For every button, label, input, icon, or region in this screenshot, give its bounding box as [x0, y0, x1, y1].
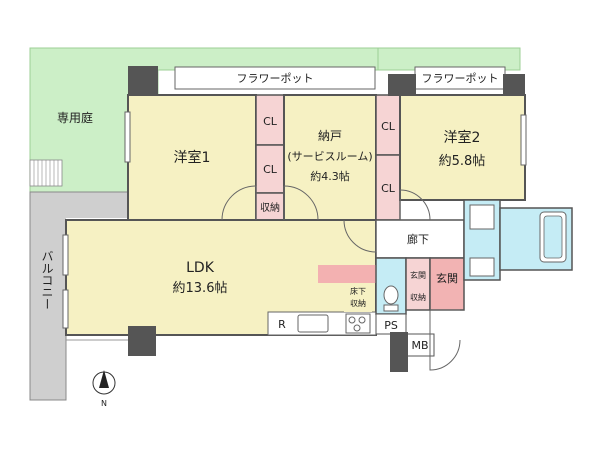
kitchen-sink: [297, 314, 329, 333]
stove-burner-2: [358, 316, 366, 324]
entrance-storage-label-2: 収納: [410, 292, 426, 302]
column-4: [128, 326, 156, 356]
bedroom-2-label: 洋室2: [444, 129, 481, 146]
column-5: [390, 332, 408, 372]
windows: [62, 111, 527, 329]
column-1: [128, 66, 158, 96]
shuno-label: 収納: [260, 201, 280, 214]
closet-3-label: CL: [381, 120, 396, 133]
garden-area: [29, 47, 521, 193]
north-label: N: [101, 399, 107, 408]
service-room-label: 納戸: [318, 129, 342, 143]
garden-label: 専用庭: [57, 110, 93, 125]
service-room-size: 約4.3帖: [310, 169, 350, 183]
balcony-label: バルコニー: [40, 250, 54, 310]
flower-pot-1-label: フラワーポット: [237, 72, 314, 85]
bedroom-1-label: 洋室1: [174, 149, 211, 166]
closet-4-label: CL: [381, 182, 396, 195]
fridge-label: R: [278, 318, 286, 331]
stove: [345, 313, 371, 334]
north-indicator: [92, 370, 116, 395]
stove-burner-3: [353, 324, 361, 332]
toilet-tank: [383, 304, 399, 312]
bedroom-2: [399, 94, 526, 201]
floor-storage-label-2: 収納: [350, 298, 366, 308]
washing-machine: [469, 204, 495, 230]
column-3: [503, 74, 525, 96]
bathtub-inner: [543, 215, 563, 259]
meter-box-label: MB: [411, 339, 428, 352]
closet-2: [255, 144, 285, 194]
pipe-space-label: PS: [384, 319, 398, 332]
floor-storage: [344, 284, 372, 312]
wash-basin: [469, 257, 495, 277]
door-swings: [221, 185, 461, 371]
stove-burner-1: [348, 316, 356, 324]
column-2: [388, 74, 416, 96]
service-room: [283, 94, 377, 221]
toilet-bowl: [383, 285, 399, 305]
closet-4: [375, 154, 401, 221]
entrance-label: 玄関: [436, 271, 458, 285]
bedroom-2-size: 約5.8帖: [439, 154, 486, 169]
ldk-label: LDK: [186, 260, 215, 276]
closet-1-label: CL: [263, 115, 278, 128]
closet-2-label: CL: [263, 163, 278, 176]
service-room-sub: (サービスルーム): [287, 150, 372, 163]
ldk-size: 約13.6帖: [173, 281, 228, 296]
kitchen-pink-counter: [318, 265, 376, 283]
entrance-storage: [405, 257, 431, 311]
entrance-storage-label-1: 玄関: [410, 270, 426, 280]
floor-storage-label-1: 床下: [350, 286, 366, 296]
hallway-label: 廊下: [407, 232, 429, 246]
flower-pot-2-label: フラワーポット: [422, 72, 499, 85]
flower-pot-1: [174, 66, 376, 90]
hallway: [375, 219, 465, 259]
